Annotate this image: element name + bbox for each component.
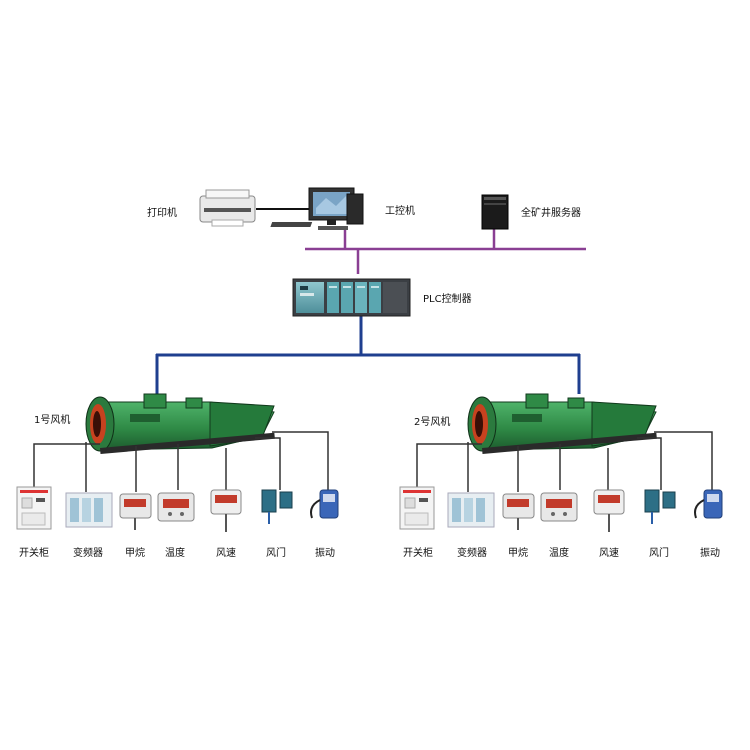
- temperature-sensor-icon: [157, 492, 195, 522]
- workstation-label: 工控机: [385, 206, 415, 217]
- fan-2-device-label: 风速: [599, 548, 619, 559]
- fan-1-icon: [85, 393, 275, 454]
- temperature-sensor-icon: [540, 492, 578, 522]
- network-bus: [305, 226, 586, 274]
- fan-1-devices: [16, 486, 339, 532]
- fan-2-icon: [467, 393, 657, 454]
- switch-cabinet-icon: [399, 486, 435, 530]
- wind-speed-sensor-icon: [210, 489, 242, 532]
- fan-2-device-label: 温度: [549, 548, 569, 559]
- fan-2-device-label: 甲烷: [508, 548, 528, 559]
- vibration-sensor-icon: [310, 489, 339, 519]
- fan-2-device-label: 振动: [700, 548, 720, 559]
- plc-controller-icon: [292, 278, 411, 317]
- printer-icon: [199, 189, 256, 227]
- server-icon: [481, 194, 509, 230]
- fan-2-device-label: 变频器: [457, 548, 487, 559]
- methane-sensor-icon: [502, 493, 535, 530]
- damper-sensor-icon: [644, 489, 676, 524]
- inverter-icon: [447, 492, 495, 528]
- workstation-icon: [270, 187, 364, 230]
- fan-1-title: 1号风机: [34, 415, 71, 426]
- fan-1-device-label: 开关柜: [19, 548, 49, 559]
- damper-sensor-icon: [261, 489, 293, 524]
- fan-2-title: 2号风机: [414, 417, 451, 428]
- fan-1-device-label: 风速: [216, 548, 236, 559]
- fan-1-device-label: 风门: [266, 548, 286, 559]
- wind-speed-sensor-icon: [593, 489, 625, 532]
- switch-cabinet-icon: [16, 486, 52, 530]
- fan-1-device-label: 振动: [315, 548, 335, 559]
- fan-2-device-label: 风门: [649, 548, 669, 559]
- fan-1-device-label: 温度: [165, 548, 185, 559]
- methane-sensor-icon: [119, 493, 152, 530]
- fan-1-wiring: [33, 431, 329, 492]
- printer-label: 打印机: [147, 208, 177, 219]
- fan-1-device-label: 甲烷: [125, 548, 145, 559]
- inverter-icon: [65, 492, 113, 528]
- fan-2-device-label: 开关柜: [403, 548, 433, 559]
- fan-2-devices: [399, 486, 723, 532]
- fan-2-wiring: [416, 431, 713, 492]
- control-bus: [155, 316, 581, 394]
- fan-1-device-label: 变频器: [73, 548, 103, 559]
- vibration-sensor-icon: [694, 489, 723, 519]
- plc-label: PLC控制器: [423, 294, 472, 305]
- server-label: 全矿井服务器: [521, 208, 581, 219]
